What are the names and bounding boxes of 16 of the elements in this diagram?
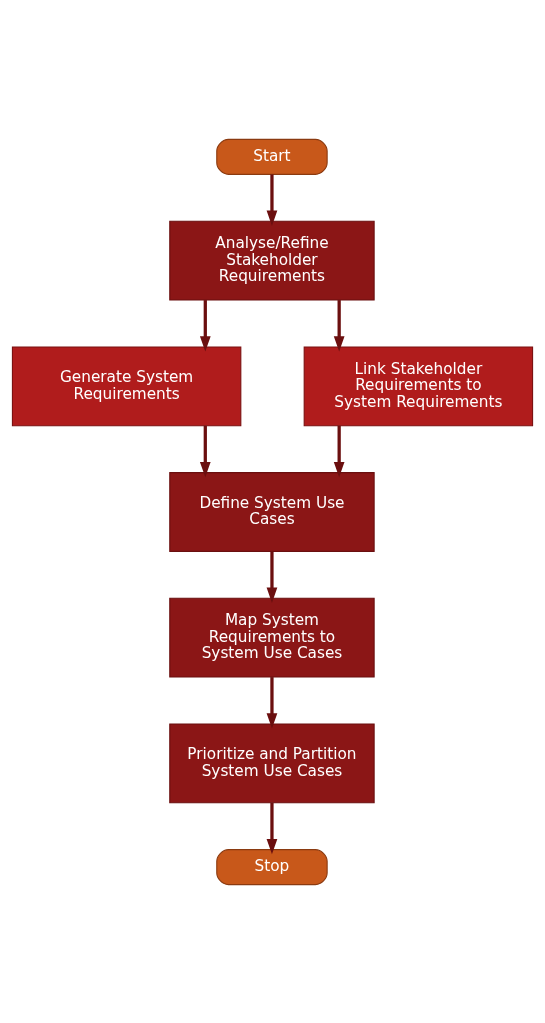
node-box: Define System Use Cases [169,471,375,552]
arrow [333,299,345,352]
arrow [199,425,211,477]
arrow [199,299,211,352]
arrow [266,550,278,603]
node-box: Map System Requirements to System Use Cases [169,597,375,678]
node-box: Stop [216,848,328,885]
arrow [266,802,278,854]
node-box: Start [216,138,328,175]
node-box: Link Stakeholder Requirements to System Requirements [303,345,534,426]
arrow [333,425,345,477]
node-box: Prioritize and Partition System Use Cases [169,722,375,803]
arrow [266,173,278,226]
node-box: Generate System Requirements [11,345,242,426]
arrow [266,676,278,729]
node-box: Analyse/Refine Stakeholder Requirements [169,220,375,301]
